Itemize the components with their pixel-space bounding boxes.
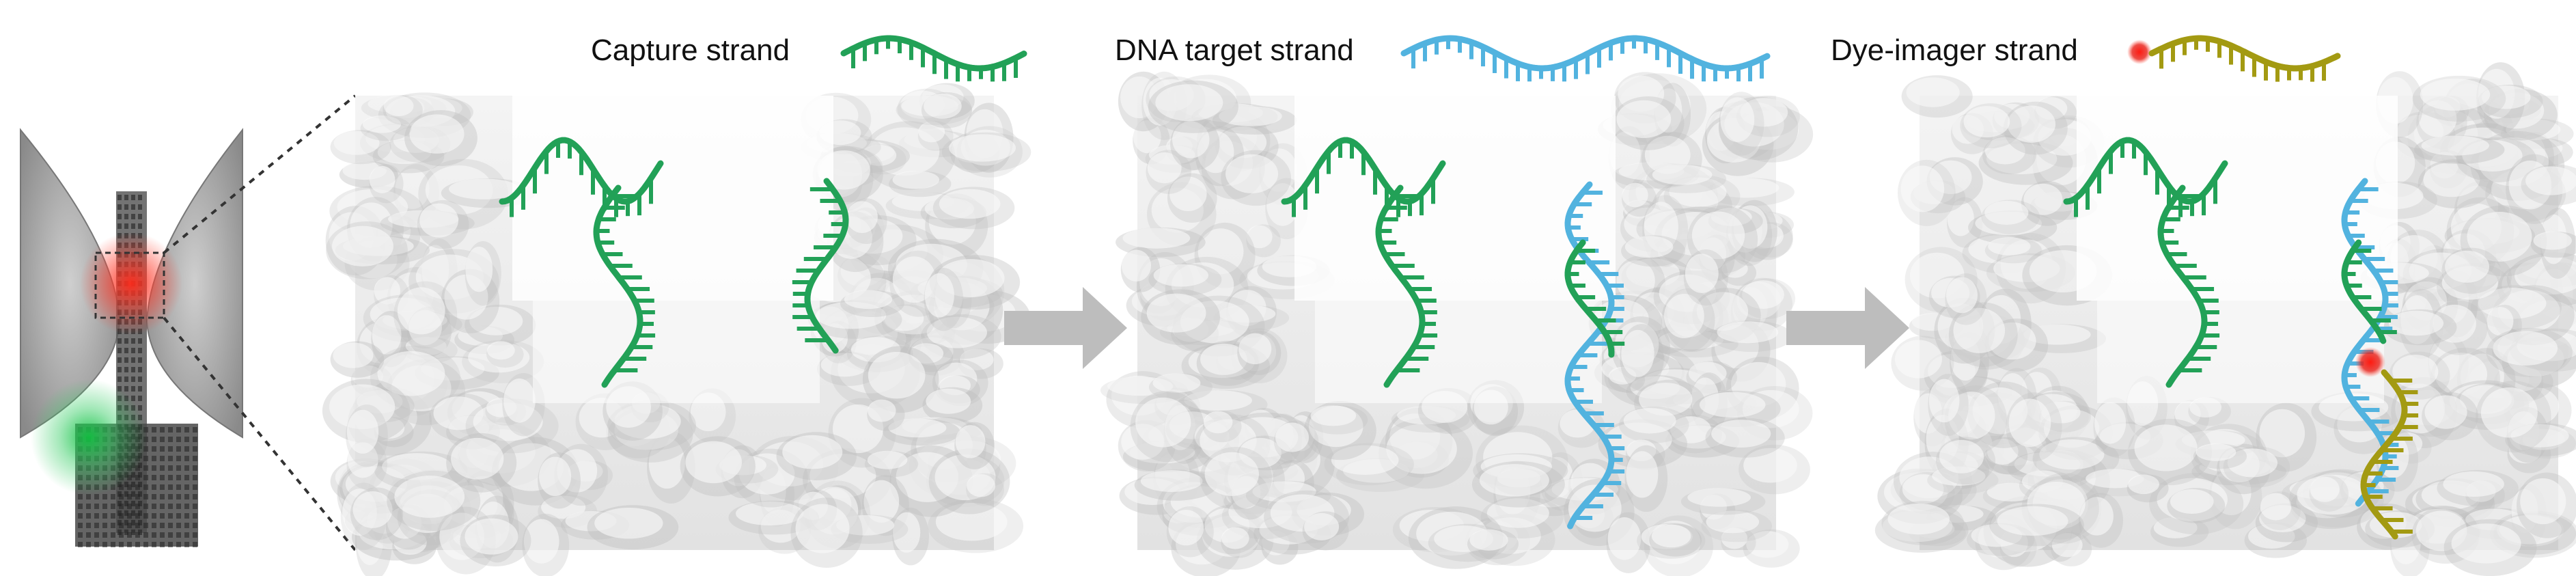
- zoom-line-top: [163, 94, 357, 254]
- panel-strands-target-bound: [1281, 137, 1446, 388]
- capture-strand: [1281, 137, 1446, 217]
- target-strand: [2341, 178, 2399, 507]
- flow-arrow-icon: [1004, 287, 1127, 369]
- legend-imager-label: Dye-imager strand: [1831, 33, 2078, 67]
- dna-helix-icon: [2148, 35, 2341, 82]
- panel-capture-only: [322, 83, 1031, 576]
- surface-texture: [322, 83, 1031, 576]
- target-strand-icon: [1400, 35, 1771, 82]
- capture-strand: [792, 178, 849, 354]
- panel-strands-imager-bound: [2063, 137, 2228, 388]
- capture-strand: [499, 137, 664, 217]
- red-fluorescence-spot: [80, 232, 182, 335]
- dye-dot-icon: [2355, 347, 2385, 377]
- flow-arrow-icon: [1786, 287, 1909, 369]
- target-duplex: [1564, 181, 1625, 530]
- panel-target-bound: [1100, 71, 1814, 576]
- capture-strand-icon: [840, 35, 1027, 82]
- legend-capture-label: Capture strand: [591, 33, 790, 67]
- zoom-line-bottom: [163, 316, 357, 551]
- surface-texture: [1100, 71, 1814, 576]
- legend-target-label: DNA target strand: [1115, 33, 1354, 67]
- panel-imager-bound: [1874, 62, 2576, 576]
- green-fluorescence-spot: [31, 379, 147, 495]
- pore-overview: [20, 128, 243, 547]
- panel-strands-capture-only: [499, 137, 849, 388]
- target-strand: [1564, 181, 1625, 530]
- capture-strand: [2157, 184, 2220, 388]
- dna-helix-icon: [840, 35, 1027, 82]
- capture-strand: [1375, 184, 1438, 388]
- imager-strand: [2360, 369, 2419, 540]
- panels-layer: [322, 62, 2576, 576]
- surface-texture: [1874, 62, 2576, 576]
- dna-helix-icon: [1400, 35, 1771, 82]
- legend: Capture strand DNA target strand Dye-ima…: [591, 33, 2341, 82]
- strands-layer: [499, 137, 2419, 540]
- dye-dot-icon: [2127, 40, 2152, 64]
- capture-strand: [2341, 239, 2397, 344]
- imager-complex: [2341, 178, 2419, 540]
- capture-strand: [1564, 239, 1625, 358]
- imager-strand-icon: [2148, 35, 2341, 82]
- capture-strand: [593, 184, 656, 388]
- zoom-box: [94, 251, 165, 319]
